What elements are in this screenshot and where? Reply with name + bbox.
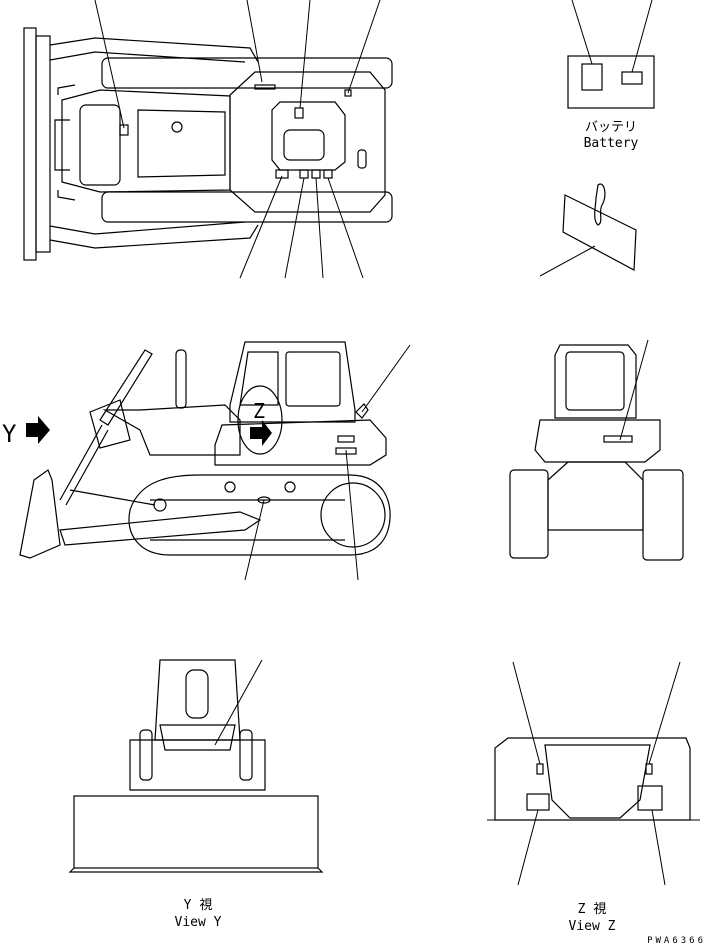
battery-box xyxy=(567,55,655,109)
top-push-arm-upper xyxy=(49,37,259,63)
side-blade xyxy=(19,469,61,559)
panel-view xyxy=(539,183,637,277)
panel-plate xyxy=(562,194,637,271)
view-z: Z 視 View Z xyxy=(487,661,700,934)
side-leaders xyxy=(244,344,411,581)
side-exhaust xyxy=(175,349,187,409)
view-y-body xyxy=(129,739,266,791)
drawing-code: PWA6366 xyxy=(647,936,706,945)
battery-view: バッテリ Battery xyxy=(567,0,655,151)
rear-plate xyxy=(603,435,633,443)
rear-view xyxy=(509,339,684,561)
side-cab-window-front xyxy=(239,351,279,406)
view-y-grille xyxy=(159,724,236,751)
view-y-blade xyxy=(73,795,319,869)
view-z-seat-back xyxy=(544,744,651,819)
side-body xyxy=(214,419,387,466)
side-push-arm xyxy=(59,511,262,546)
view-z-plate-right-large xyxy=(637,785,663,811)
view-y-leader xyxy=(214,659,263,746)
side-y-arrow xyxy=(26,416,50,444)
side-plate-3 xyxy=(257,496,271,504)
side-lift-cylinder xyxy=(99,349,153,426)
view-z-plate-right-small xyxy=(645,763,653,775)
view-y-cab-window xyxy=(185,669,209,719)
side-brace xyxy=(69,489,156,506)
top-seat-area xyxy=(271,101,346,171)
top-rear-light xyxy=(357,149,367,169)
top-blade-inner xyxy=(35,35,51,253)
side-y-marker: Y xyxy=(2,420,17,448)
side-sprocket xyxy=(320,482,386,548)
top-plate-6 xyxy=(254,84,276,90)
top-track-right xyxy=(101,191,393,223)
side-lamp xyxy=(355,403,369,419)
view-y-cylinder-left xyxy=(139,729,153,781)
battery-leaders xyxy=(571,0,653,73)
rear-track-right xyxy=(642,469,684,561)
rear-track-left xyxy=(509,469,549,559)
battery-label-ja: バッテリ xyxy=(585,120,637,135)
view-z-plate-left-small xyxy=(536,763,544,775)
side-plate-1 xyxy=(337,435,355,443)
view-z-plate-left-large xyxy=(526,793,550,811)
top-view xyxy=(23,0,393,279)
top-hydraulics xyxy=(54,84,76,201)
top-leaders xyxy=(94,0,381,279)
rear-cab xyxy=(554,344,637,419)
panel-leader xyxy=(539,245,596,277)
rear-cab-window xyxy=(565,351,625,411)
side-hood xyxy=(102,404,241,456)
top-seat xyxy=(283,129,325,161)
top-plate-2 xyxy=(275,169,289,179)
view-y-cylinder-right xyxy=(239,729,253,781)
top-circle xyxy=(171,121,183,133)
top-plate-4 xyxy=(311,169,321,179)
view-z-leaders xyxy=(512,661,681,886)
side-cab-window-rear xyxy=(285,351,341,407)
side-z-marker: Z xyxy=(253,399,265,423)
rear-final-drive xyxy=(547,461,644,531)
top-plate-1 xyxy=(294,107,304,119)
top-track-left xyxy=(101,57,393,89)
side-cab xyxy=(229,341,356,423)
top-plate-3 xyxy=(299,169,309,179)
battery-label-small xyxy=(621,71,643,85)
top-engine-cover xyxy=(137,109,226,178)
side-z-oval xyxy=(237,385,283,455)
view-y-label-ja: Y 視 xyxy=(184,898,213,913)
side-view: Z Y xyxy=(2,341,411,581)
side-roller-2 xyxy=(284,481,296,493)
side-radiator-guard xyxy=(89,399,131,449)
view-z-panel xyxy=(494,737,691,821)
rear-body xyxy=(534,419,661,463)
view-y-cutting-edge xyxy=(68,867,324,873)
top-small-label xyxy=(119,124,129,136)
top-radiator xyxy=(79,104,121,186)
side-idler-hub xyxy=(153,498,167,512)
top-blade xyxy=(23,27,37,261)
side-lift-rod xyxy=(59,424,109,506)
view-y-label-en: View Y xyxy=(175,915,222,930)
top-push-arm-lower xyxy=(49,221,259,249)
view-y-cab xyxy=(154,659,241,741)
view-y: Y 視 View Y xyxy=(68,659,324,930)
rear-leader xyxy=(619,339,649,441)
side-z-arrow xyxy=(250,420,272,446)
view-z-label-ja: Z 視 xyxy=(578,902,607,917)
view-z-label-en: View Z xyxy=(569,919,616,934)
top-plate-7 xyxy=(344,89,352,97)
battery-label-en: Battery xyxy=(584,136,639,151)
top-plate-5 xyxy=(323,169,333,179)
side-track-links xyxy=(150,499,345,541)
side-track xyxy=(128,474,391,556)
panel-tag xyxy=(594,183,606,226)
side-roller-1 xyxy=(224,481,236,493)
top-cab xyxy=(229,71,386,213)
battery-label-large xyxy=(581,63,603,91)
